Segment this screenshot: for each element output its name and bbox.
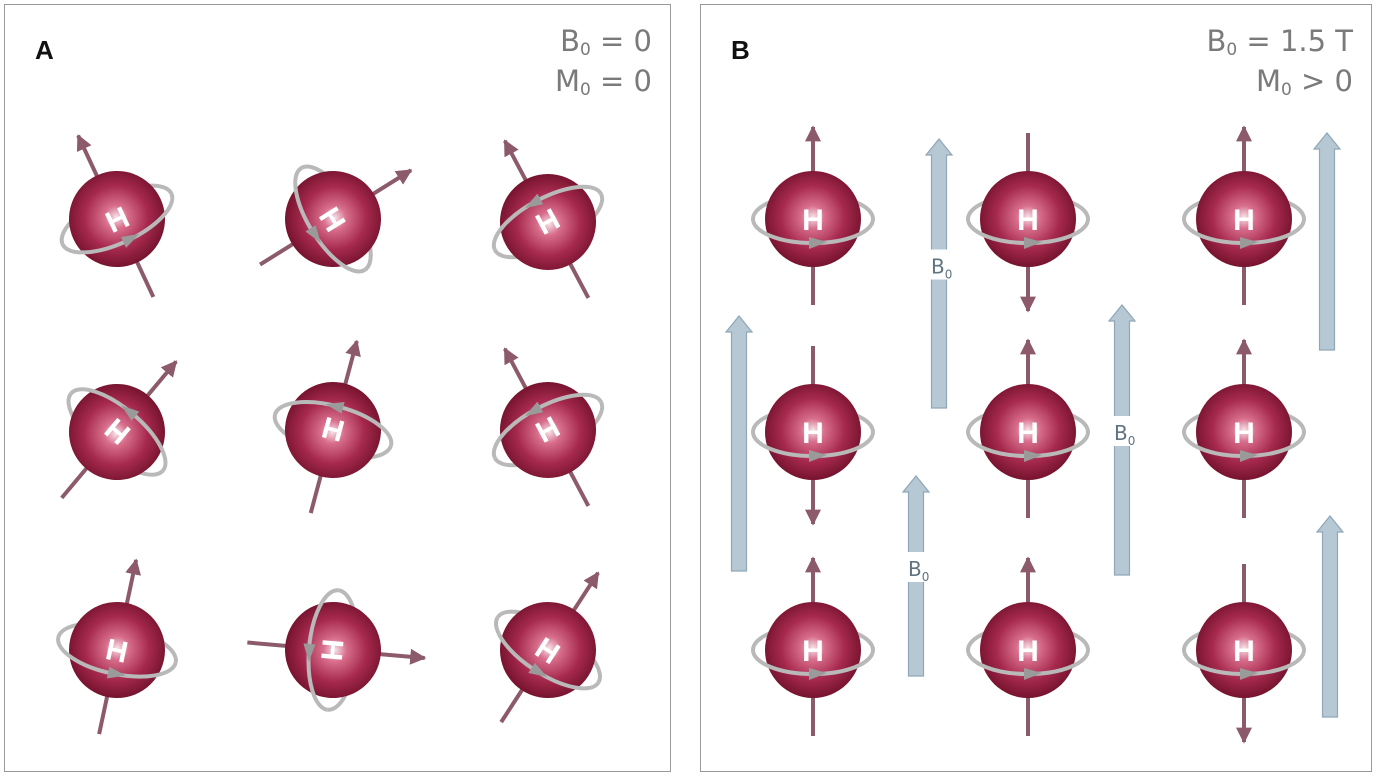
panel-a-m0-condition: M0 = 0 — [554, 64, 652, 100]
field-arrow-b0-6 — [1315, 515, 1345, 718]
nucleus-sphere — [500, 174, 596, 270]
rotation-arrowhead — [1240, 668, 1258, 680]
nucleus-a-5: H — [272, 339, 394, 514]
field-label: B0 — [908, 557, 929, 584]
nucleus-b-5: H — [966, 338, 1090, 518]
rotation-arrowhead — [120, 233, 140, 248]
nucleus-b-3: H — [1182, 125, 1306, 305]
field-arrow-b0-1 — [724, 315, 754, 572]
panel-a-letter: A — [35, 35, 54, 65]
rotation-arrowhead — [528, 662, 548, 677]
rotation-arrowhead — [305, 225, 321, 244]
nucleus-a-4: H — [60, 360, 178, 500]
field-arrow-b0-5 — [1312, 132, 1342, 351]
rotation-arrowhead — [1024, 450, 1042, 462]
nucleus-a-9: H — [494, 571, 602, 724]
rotation-arrowhead — [1240, 450, 1258, 462]
rotation-arrowhead — [303, 643, 316, 662]
nucleus-label: H — [1233, 417, 1255, 450]
nucleus-a-2: H — [259, 164, 413, 274]
nucleus-label: H — [802, 417, 824, 450]
field-arrow-b0-4: B0 — [1107, 304, 1138, 576]
nucleus-sphere — [285, 382, 381, 478]
field-label: B0 — [1114, 421, 1135, 448]
nucleus-sphere — [500, 382, 596, 478]
nucleus-label: H — [1233, 204, 1255, 237]
panel-b-b0-condition: B0 = 1.5 T — [1206, 24, 1353, 60]
nucleus-b-2: H — [966, 133, 1090, 313]
rotation-arrowhead — [809, 450, 827, 462]
nucleus-a-7: H — [56, 558, 178, 735]
rotation-arrowhead — [1024, 668, 1042, 680]
panel-b-letter: B — [731, 35, 750, 65]
nucleus-label: H — [1233, 635, 1255, 668]
rotation-arrowhead — [1240, 237, 1258, 249]
field-arrow-b0-2: B0 — [924, 138, 955, 409]
rotation-arrowhead — [1024, 237, 1042, 249]
nucleus-b-1: H — [751, 125, 875, 305]
rotation-arrowhead — [809, 668, 827, 680]
rotation-arrowhead — [524, 401, 544, 417]
nucleus-label: H — [1017, 417, 1039, 450]
nucleus-label: H — [314, 638, 349, 662]
nucleus-sphere — [69, 602, 165, 698]
nucleus-a-8: H — [247, 588, 427, 712]
nucleus-sphere — [500, 602, 596, 698]
rotation-arrowhead — [121, 405, 140, 421]
panel-b-m0-condition: M0 > 0 — [1255, 64, 1353, 100]
rotation-arrowhead — [325, 402, 345, 414]
nucleus-label: H — [1017, 635, 1039, 668]
nucleus-b-7: H — [751, 556, 875, 736]
nucleus-b-9: H — [1182, 564, 1306, 744]
nucleus-label: H — [802, 635, 824, 668]
rotation-arrowhead — [809, 237, 827, 249]
field-label-backdrop — [904, 552, 932, 582]
rotation-arrowhead — [524, 193, 544, 209]
nucleus-sphere — [69, 171, 165, 267]
panel-a-b0-condition: B0 = 0 — [560, 24, 652, 60]
nucleus-b-4: H — [751, 346, 875, 526]
nucleus-b-8: H — [966, 556, 1090, 736]
nucleus-sphere — [285, 171, 381, 267]
nucleus-label: H — [802, 204, 824, 237]
nucleus-label: H — [1017, 204, 1039, 237]
field-arrow-b0-3: B0 — [901, 475, 932, 677]
nucleus-a-1: H — [59, 134, 175, 298]
nucleus-a-6: H — [491, 347, 605, 507]
nucleus-a-3: H — [491, 139, 605, 299]
nucleus-b-6: H — [1182, 338, 1306, 518]
field-label-backdrop — [927, 249, 955, 280]
nucleus-sphere — [69, 384, 165, 480]
field-label: B0 — [931, 255, 952, 282]
rotation-arrowhead — [106, 666, 126, 679]
field-label-backdrop — [1110, 416, 1138, 446]
